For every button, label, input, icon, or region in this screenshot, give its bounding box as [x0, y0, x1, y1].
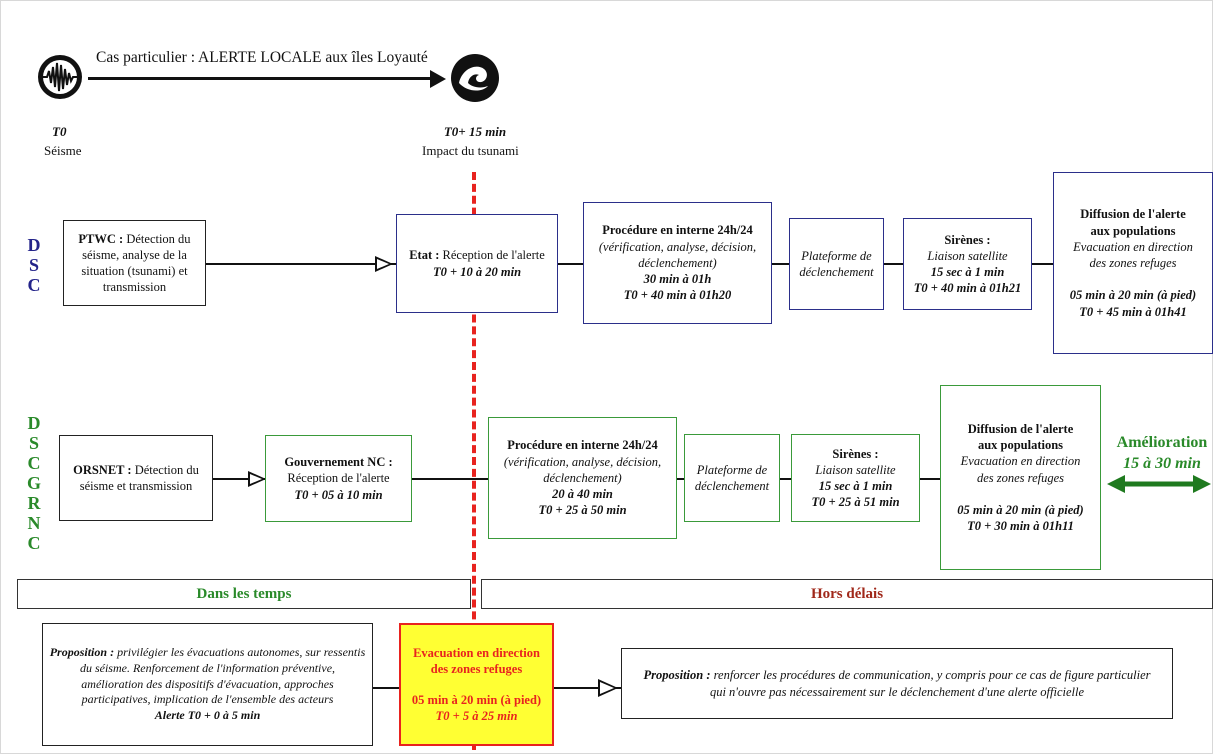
t15-label: Impact du tsunami [422, 143, 519, 158]
evac-highlight-box: Evacuation en direction des zones refuge… [399, 623, 554, 746]
row-label-dscgrnc-1: D [27, 413, 41, 433]
dscgrnc-plateforme-box: Plateforme de déclenchement [684, 434, 780, 522]
dscgrnc-procedure-title: Procédure en interne 24h/24 [507, 438, 658, 453]
dscgrnc-diffusion-box: Diffusion de l'alerte aux populations Ev… [940, 385, 1101, 570]
dsc-sirenes-timing: T0 + 40 min à 01h21 [913, 281, 1022, 296]
tsunami-wave-icon [450, 53, 500, 103]
top-timeline-arrow-line [88, 77, 433, 80]
dsc-sirenes-liaison: Liaison satellite [927, 248, 1008, 263]
gouv-text: Réception de l'alerte [287, 471, 390, 486]
proposition-right-label: Proposition : [643, 668, 711, 683]
dscgrnc-diffusion-title: Diffusion de l'alerte aux populations [967, 421, 1074, 452]
dscgrnc-arrowhead-1-fill [250, 474, 262, 484]
proposition-left-alert: Alerte T0 + 0 à 5 min [154, 708, 261, 723]
dscgrnc-procedure-duration: 20 à 40 min [552, 487, 613, 502]
dsc-plateforme-box: Plateforme de déclenchement [789, 218, 884, 310]
amelioration-value: 15 à 30 min [1123, 455, 1201, 472]
dscgrnc-procedure-detail: (vérification, analyse, décision, déclen… [503, 454, 662, 485]
dscgrnc-diffusion-evac: Evacuation en direction des zones refuge… [960, 454, 1081, 485]
evac-highlight-title: Evacuation en direction des zones refuge… [413, 646, 540, 677]
row-label-dscgrnc-5: R [27, 493, 41, 513]
dsc-diffusion-title: Diffusion de l'alerte aux populations [1080, 207, 1186, 238]
etat-text: Réception de l'alerte [442, 248, 545, 263]
row-label-dscgrnc-4: G [26, 473, 41, 493]
top-caption: Cas particulier : ALERTE LOCALE aux îles… [96, 49, 428, 66]
dsc-sirenes-box: Sirènes : Liaison satellite 15 sec à 1 m… [903, 218, 1032, 310]
t0-time: T0 [52, 124, 67, 139]
row-label-dscgrnc-2: S [28, 433, 39, 453]
dsc-sirenes-duration: 15 sec à 1 min [930, 265, 1005, 279]
etat-timing: T0 + 10 à 20 min [432, 264, 522, 279]
amelioration-double-arrow-icon [1105, 474, 1213, 494]
dscgrnc-procedure-box: Procédure en interne 24h/24 (vérificatio… [488, 417, 677, 539]
bar-dans-les-temps-label: Dans les temps [196, 585, 292, 602]
gouv-box: Gouvernement NC : Réception de l'alerte … [265, 435, 412, 522]
dscgrnc-sirenes-timing: T0 + 25 à 51 min [811, 495, 900, 510]
proposition-left-text: privilégier les évacuations autonomes, s… [79, 644, 366, 707]
t0-label: Séisme [44, 143, 82, 158]
bottom-arrowhead-fill [600, 682, 614, 694]
dscgrnc-procedure-timing: T0 + 25 à 50 min [538, 503, 627, 518]
orsnet-text: Détection du séisme et transmission [79, 462, 199, 493]
bar-dans-les-temps: Dans les temps [17, 579, 471, 609]
top-timeline-arrowhead [430, 70, 446, 88]
dsc-diffusion-duration: 05 min à 20 min (à pied) [1069, 288, 1197, 303]
proposition-right-box: Proposition : renforcer les procédures d… [621, 648, 1173, 719]
dscgrnc-sirenes-liaison: Liaison satellite [815, 462, 896, 477]
etat-title: Etat : [409, 248, 440, 263]
proposition-left-box: Proposition : privilégier les évacuation… [42, 623, 373, 746]
dsc-diffusion-timing: T0 + 45 min à 01h41 [1079, 304, 1187, 319]
amelioration-title: Amélioration [1116, 434, 1208, 451]
row-label-dscgrnc-6: N [27, 513, 41, 533]
etat-box: Etat : Réception de l'alerte T0 + 10 à 2… [396, 214, 558, 313]
dsc-diffusion-box: Diffusion de l'alerte aux populations Ev… [1053, 172, 1213, 354]
dscgrnc-diffusion-duration: 05 min à 20 min (à pied) [957, 502, 1084, 517]
row-label-dsc-1: D [27, 235, 41, 255]
dsc-procedure-duration: 30 min à 01h [643, 272, 712, 287]
dscgrnc-plateforme-text: Plateforme de déclenchement [694, 462, 770, 493]
gouv-title: Gouvernement NC : [284, 455, 393, 470]
dsc-procedure-box: Procédure en interne 24h/24 (vérificatio… [583, 202, 772, 324]
seismograph-icon [36, 53, 84, 101]
proposition-left-label: Proposition : [49, 644, 115, 659]
dscgrnc-diffusion-timing: T0 + 30 min à 01h11 [967, 519, 1074, 533]
orsnet-box: ORSNET : Détection du séisme et transmis… [59, 435, 213, 521]
ptwc-title: PTWC : [78, 231, 124, 246]
bar-hors-delais: Hors délais [481, 579, 1213, 609]
ptwc-text: Détection du séisme, analyse de la situa… [81, 231, 191, 295]
ptwc-box: PTWC : Détection du séisme, analyse de l… [63, 220, 206, 306]
row-label-dscgrnc-3: C [27, 453, 41, 473]
dsc-procedure-title: Procédure en interne 24h/24 [602, 223, 753, 238]
proposition-right-text: renforcer les procédures de communicatio… [709, 668, 1151, 699]
row-label-dsc-3: C [27, 275, 41, 295]
evac-highlight-timing: T0 + 5 à 25 min [435, 708, 518, 723]
dsc-diffusion-evac: Evacuation en direction des zones refuge… [1073, 239, 1193, 270]
red-deadline-line [472, 172, 476, 750]
evac-highlight-duration: 05 min à 20 min (à pied) [411, 692, 542, 707]
dscgrnc-sirenes-box: Sirènes : Liaison satellite 15 sec à 1 m… [791, 434, 920, 522]
orsnet-title: ORSNET : [73, 462, 132, 477]
dsc-plateforme-text: Plateforme de déclenchement [799, 248, 874, 279]
bar-hors-delais-label: Hors délais [810, 585, 884, 602]
dsc-arrowhead-1-fill [377, 259, 389, 269]
dsc-sirenes-title: Sirènes : [944, 232, 991, 247]
row-label-dscgrnc-7: C [27, 533, 41, 553]
dsc-procedure-detail: (vérification, analyse, décision, déclen… [598, 239, 757, 270]
gouv-timing: T0 + 05 à 10 min [294, 487, 383, 502]
row-label-dsc-2: S [28, 255, 39, 275]
t15-time: T0+ 15 min [443, 124, 507, 139]
dscgrnc-sirenes-duration: 15 sec à 1 min [818, 479, 893, 493]
dsc-procedure-timing: T0 + 40 min à 01h20 [623, 288, 732, 303]
dscgrnc-sirenes-title: Sirènes : [832, 446, 879, 461]
